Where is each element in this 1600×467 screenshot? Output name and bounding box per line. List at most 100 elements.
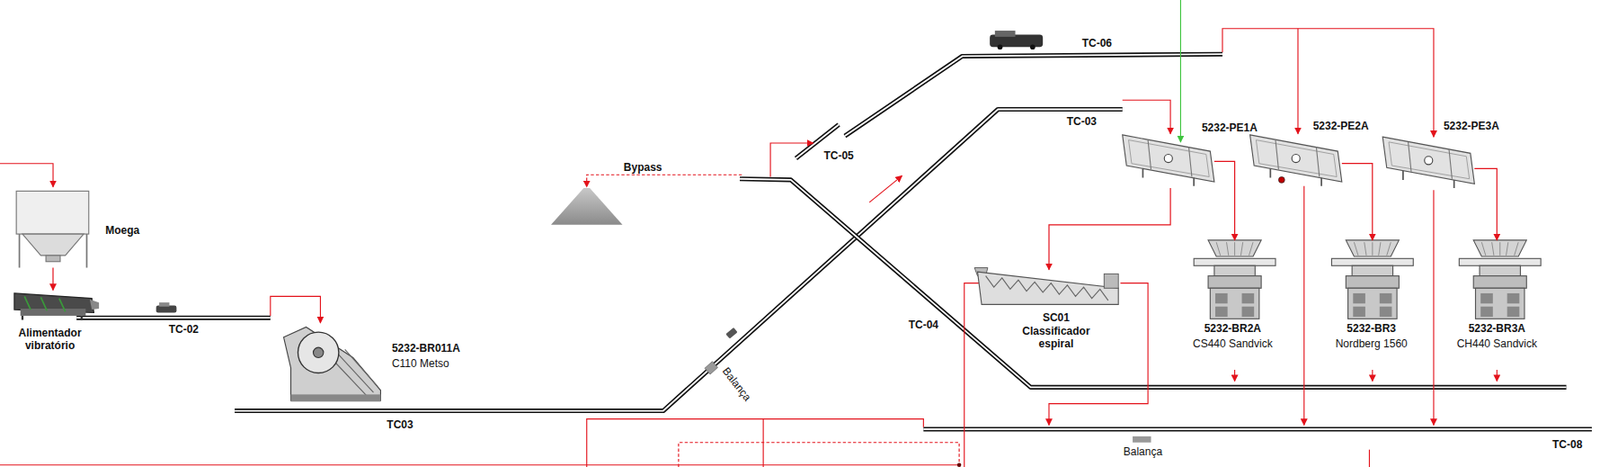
conveyor-belt — [76, 315, 271, 320]
equipment-node: 5232-BR2ACS440 Sandvick — [1193, 240, 1276, 319]
equipment-label: CH440 Sandvick — [1457, 337, 1538, 350]
conveyor-label: TC-03 — [1065, 115, 1099, 128]
flow-line — [1371, 369, 1373, 381]
flow-connector — [1474, 168, 1497, 240]
flow-line — [1297, 28, 1298, 134]
conveyor-belt — [76, 316, 271, 319]
flow-connector — [52, 267, 54, 291]
conveyor-belt — [739, 178, 1567, 388]
equipment-label: SC01 — [1042, 311, 1070, 324]
stockpile — [551, 187, 623, 225]
equipment-label: Nordberg 1560 — [1335, 337, 1408, 350]
vibrating-feeder — [24, 295, 65, 312]
equipment-label: 5232-BR3 — [1346, 321, 1396, 335]
flow-connector — [1214, 160, 1236, 240]
flow-line — [0, 463, 960, 465]
equipment-label: 5232-BR2A — [1204, 321, 1262, 335]
flow-line — [770, 142, 814, 177]
belt-drive-icon — [1030, 44, 1036, 50]
flow-line — [586, 418, 925, 467]
conveyor-label: TC-02 — [167, 322, 201, 336]
hopper — [19, 233, 88, 267]
conveyor-label: Balança — [1121, 444, 1165, 458]
flow-line — [1234, 369, 1236, 381]
jaw-crusher — [284, 326, 382, 400]
flow-line — [678, 442, 960, 467]
vibrating-feeder — [89, 299, 99, 310]
equipment-node: 5232-BR011AC110 Metso — [280, 324, 383, 401]
vibrating-feeder — [14, 293, 99, 320]
vibrating-screen — [1250, 134, 1343, 187]
flow-line — [1122, 99, 1171, 134]
equipment-label: 5232-BR3A — [1468, 321, 1526, 335]
vibrating-screen — [1122, 134, 1215, 187]
flow-line — [1496, 369, 1498, 381]
status-dot — [1278, 176, 1285, 183]
equipment-node: Moega — [15, 189, 90, 267]
belt-drive-icon — [725, 327, 738, 339]
equipment-node: 5232-PE1A — [1122, 133, 1215, 188]
water-line — [1180, 0, 1182, 143]
conveyor-belt — [234, 109, 1123, 411]
hopper — [22, 233, 84, 256]
flow-line — [0, 163, 54, 187]
equipment-node: Alimentador vibratório — [12, 290, 98, 320]
bypass-line — [586, 174, 743, 187]
conveyor-belt — [234, 109, 1123, 411]
cone-crusher — [1331, 240, 1414, 319]
equipment-node: 5232-BR3ACH440 Sandvick — [1458, 240, 1541, 319]
flow-line — [1432, 189, 1434, 425]
equipment-label: Classificador espiral — [1014, 324, 1098, 350]
equipment-label: 5232-PE1A — [1201, 121, 1258, 134]
conveyor-label: TC03 — [384, 417, 415, 431]
cone-crusher — [1193, 240, 1276, 319]
flow-line — [270, 295, 321, 323]
conveyor-label: TC-06 — [1080, 36, 1114, 50]
equipment-label: 5232-PE2A — [1313, 119, 1369, 133]
spiral-classifier — [986, 275, 1109, 301]
equipment-label: Alimentador vibratório — [12, 326, 89, 352]
vibrating-screen — [1382, 136, 1475, 188]
belt-drive-icon — [159, 302, 169, 307]
conveyor-label: Bypass — [622, 160, 665, 174]
conveyor-belt — [923, 427, 1592, 430]
jaw-crusher — [284, 326, 382, 401]
junction-dot — [957, 462, 962, 467]
flow-line — [1303, 186, 1305, 426]
spiral-classifier — [1103, 273, 1119, 288]
conveyor-label: TC-08 — [1550, 437, 1584, 451]
jaw-crusher — [332, 348, 378, 396]
conveyor-label: TC-05 — [821, 149, 855, 162]
hopper — [16, 190, 89, 234]
belt-drive-icon — [995, 30, 1016, 37]
jaw-crusher — [291, 393, 382, 401]
belt-scale — [1132, 435, 1151, 443]
conveyor-belt — [76, 53, 1592, 429]
equipment-label: 5232-PE3A — [1443, 119, 1500, 133]
vibrating-feeder — [22, 315, 82, 320]
spiral-classifier — [974, 267, 1119, 305]
belt-drive-icon — [989, 30, 1043, 50]
flow-line — [1222, 28, 1434, 137]
jaw-crusher — [297, 331, 338, 373]
belt-scale — [704, 361, 719, 374]
equipment-node: SC01Classificador espiral — [974, 269, 1123, 307]
conveyor-belt — [739, 178, 1567, 388]
flow-line — [964, 283, 980, 467]
hopper — [16, 190, 89, 267]
belt-drive-icon — [156, 305, 178, 313]
equipment-label: 5232-BR011A — [391, 341, 461, 355]
flow-connector — [1342, 163, 1373, 240]
flow-line — [1368, 449, 1370, 467]
flow-line — [0, 28, 1497, 467]
equipment-node: 5232-BR3Nordberg 1560 — [1331, 240, 1414, 319]
belt-drive-icon — [997, 44, 1004, 50]
flow-connector — [1048, 187, 1171, 270]
cone-crusher — [1458, 240, 1541, 319]
conveyor-label: TC-04 — [906, 318, 941, 331]
equipment-node: 5232-PE3A — [1382, 134, 1475, 190]
conveyor-belt — [844, 53, 1223, 136]
